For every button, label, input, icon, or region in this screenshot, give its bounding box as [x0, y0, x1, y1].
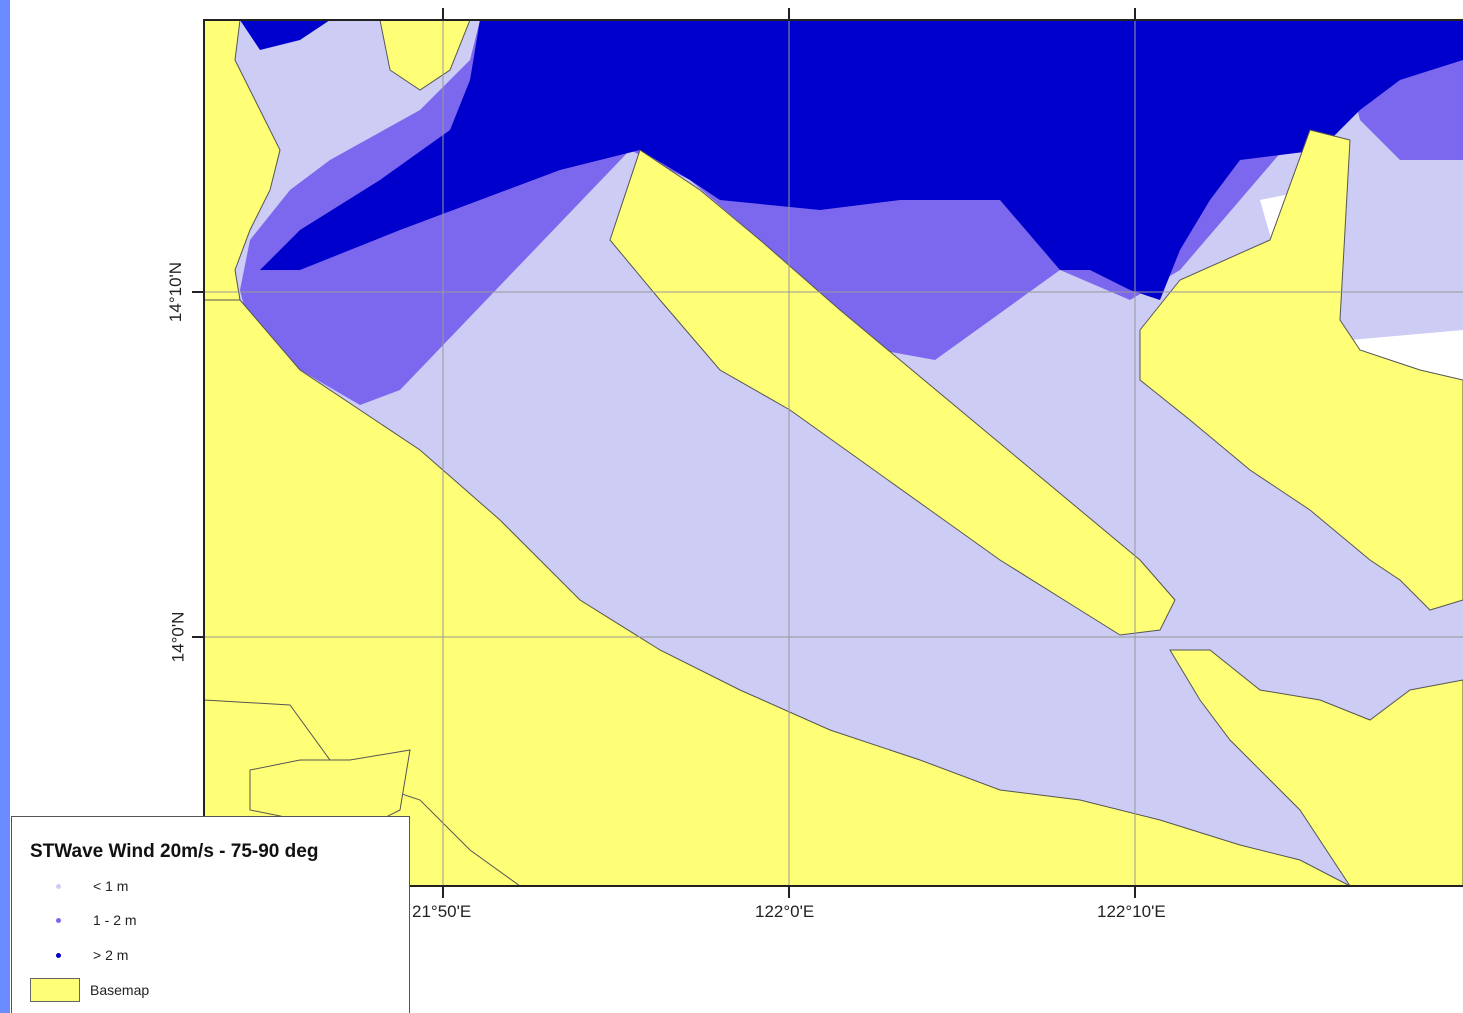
- lon-label-122-10: 122°10'E: [1097, 902, 1166, 921]
- water-over-2m-north: [260, 20, 1463, 300]
- legend-dot-1-2m: [56, 917, 61, 923]
- legend-item: > 2 m: [30, 943, 128, 967]
- legend-swatch-basemap: [30, 978, 80, 1002]
- map-border: [203, 19, 1463, 887]
- land-sw-islet: [249, 749, 411, 831]
- legend-label: Basemap: [90, 982, 150, 998]
- legend-title: STWave Wind 20m/s - 75-90 deg: [30, 841, 319, 862]
- legend: STWave Wind 20m/s - 75-90 deg < 1 m 1 - …: [11, 816, 410, 1013]
- lon-label-122-0: 122°0'E: [755, 902, 815, 921]
- lat-label-14-0: 14°0'N: [168, 611, 188, 663]
- land-west-coast: [204, 20, 281, 301]
- side-strip: [0, 0, 10, 1013]
- legend-label: < 1 m: [93, 878, 129, 894]
- land-east: [1139, 129, 1463, 611]
- land-north-island: [379, 20, 471, 91]
- lon-label-121-50: 21°50'E: [412, 902, 472, 921]
- lat-label-14-10: 14°10'N: [166, 261, 186, 323]
- land-southeast-arm: [1169, 649, 1463, 886]
- legend-dot-over-2m: [56, 952, 61, 958]
- water-over-2m-northwest: [240, 20, 330, 50]
- legend-item: < 1 m: [30, 874, 128, 898]
- land-central-peninsula: [609, 149, 1176, 636]
- legend-label: > 2 m: [93, 947, 129, 963]
- legend-dot-under-1m: [56, 883, 61, 889]
- map-ticks: [192, 8, 1136, 898]
- legend-item: 1 - 2 m: [30, 908, 137, 932]
- graticule: [204, 20, 1463, 886]
- legend-item: Basemap: [30, 978, 149, 1002]
- legend-label: 1 - 2 m: [93, 912, 137, 928]
